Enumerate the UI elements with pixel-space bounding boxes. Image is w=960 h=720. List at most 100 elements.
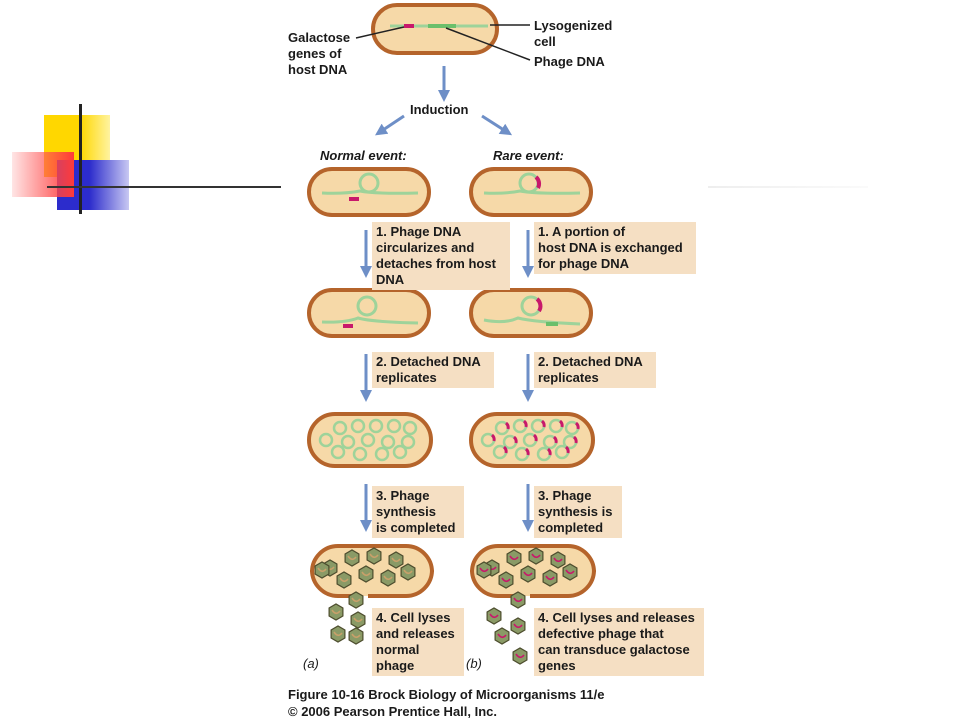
decorative-red-square — [12, 152, 74, 197]
phage-particle — [388, 551, 404, 569]
galactose-segment — [532, 433, 538, 442]
phage-dna-content — [531, 553, 541, 559]
galactose-segment — [552, 435, 558, 444]
normal-dna-1 — [321, 189, 419, 195]
panel-a-label: (a) — [303, 656, 319, 671]
dna-circle — [340, 434, 356, 450]
arrow-right-rare — [481, 114, 513, 136]
phage-particle — [350, 611, 366, 629]
galactose-segment — [504, 421, 510, 430]
defective-phage — [542, 569, 558, 587]
rare-phages-inside — [476, 547, 578, 589]
galactose-segment — [572, 435, 578, 444]
phage-dna-content — [339, 577, 349, 583]
normal-phages-inside — [314, 547, 416, 589]
phage-dna-content — [347, 555, 357, 561]
rare-step-4: 4. Cell lyses and releases defective pha… — [534, 608, 704, 676]
phage-particle — [380, 569, 396, 587]
rare-dna-1 — [483, 189, 581, 195]
phage-particle — [344, 549, 360, 567]
phage-particle — [314, 561, 330, 579]
normal-event-heading: Normal event: — [320, 148, 407, 163]
normal-step-3: 3. Phage synthesis is completed — [372, 486, 464, 538]
rare-step-3: 3. Phage synthesis is completed — [534, 486, 622, 538]
normal-dna-2 — [321, 316, 419, 325]
phage-dna-content — [369, 553, 379, 559]
galactose-segment — [490, 433, 496, 442]
figure-caption: Figure 10-16 Brock Biology of Microorgan… — [288, 687, 605, 719]
normal-cell-2 — [307, 288, 431, 338]
rare-replicated-dna — [480, 418, 580, 462]
lysogenized-cell — [371, 3, 499, 55]
defective-phage — [476, 561, 492, 579]
normal-step-2: 2. Detached DNA replicates — [372, 352, 494, 388]
phage-dna-content — [333, 631, 343, 637]
phage-dna-content — [515, 653, 525, 659]
phage-dna-content — [317, 567, 327, 573]
defective-phage — [498, 571, 514, 589]
defective-phage — [510, 617, 526, 635]
arrow-left-normal — [375, 114, 405, 136]
phage-dna-content — [497, 633, 507, 639]
phage-dna-content — [479, 567, 489, 573]
defective-phage — [520, 565, 536, 583]
induction-label: Induction — [410, 102, 469, 117]
rare-event-heading: Rare event: — [493, 148, 564, 163]
phage-particle — [330, 625, 346, 643]
galactose-segment — [574, 421, 580, 430]
galactose-segment — [540, 419, 546, 428]
galactose-pointer — [355, 26, 405, 39]
phage-dna-content — [489, 613, 499, 619]
defective-phage — [528, 547, 544, 565]
dna-circle — [318, 432, 334, 448]
lysogenized-cell-label: Lysogenized cell — [534, 18, 613, 49]
phage-particle — [366, 547, 382, 565]
phage-dna-content — [353, 617, 363, 623]
phage-dna-content — [383, 575, 393, 581]
normal-phage-loop-1 — [358, 172, 380, 194]
phage-dna-content — [513, 597, 523, 603]
defective-phage — [486, 607, 502, 625]
decorative-horizontal-line-faded — [708, 186, 868, 188]
defective-phage — [512, 647, 528, 665]
rare-galactose-2 — [535, 297, 543, 313]
defective-phage — [494, 627, 510, 645]
decorative-vertical-line — [79, 104, 82, 214]
phage-dna-content — [545, 575, 555, 581]
phage-particle — [400, 563, 416, 581]
galactose-segment — [512, 435, 518, 444]
dna-circle — [392, 444, 408, 460]
normal-phages-released — [328, 591, 366, 645]
phage-dna-content — [553, 557, 563, 563]
dna-circle — [400, 434, 416, 450]
phage-dna-pointer — [445, 27, 531, 61]
phage-dna-content — [523, 571, 533, 577]
defective-phage — [510, 591, 526, 609]
phage-dna-content — [391, 557, 401, 563]
dna-circle — [350, 418, 366, 434]
normal-step-1: 1. Phage DNA circularizes and detaches f… — [372, 222, 510, 290]
galactose-segment — [522, 419, 528, 428]
phage-particle — [336, 571, 352, 589]
dna-circle — [360, 432, 376, 448]
galactose-segment — [546, 447, 552, 456]
phage-particle — [358, 565, 374, 583]
defective-phage — [506, 549, 522, 567]
galactose-segment — [564, 445, 570, 454]
dna-circle — [332, 420, 348, 436]
panel-b-label: (b) — [466, 656, 482, 671]
phage-dna-content — [509, 555, 519, 561]
phage-dna-label: Phage DNA — [534, 54, 605, 69]
normal-replicated-dna — [318, 418, 418, 462]
defective-phage — [562, 563, 578, 581]
decorative-horizontal-line — [47, 186, 281, 188]
rare-step-2: 2. Detached DNA replicates — [534, 352, 656, 388]
phage-dna-content — [501, 577, 511, 583]
galactose-segment — [558, 419, 564, 428]
dna-circle — [368, 418, 384, 434]
phage-dna-content — [351, 597, 361, 603]
defective-phage — [550, 551, 566, 569]
phage-dna-content — [565, 569, 575, 575]
phage-dna-content — [513, 623, 523, 629]
phage-particle — [348, 591, 364, 609]
